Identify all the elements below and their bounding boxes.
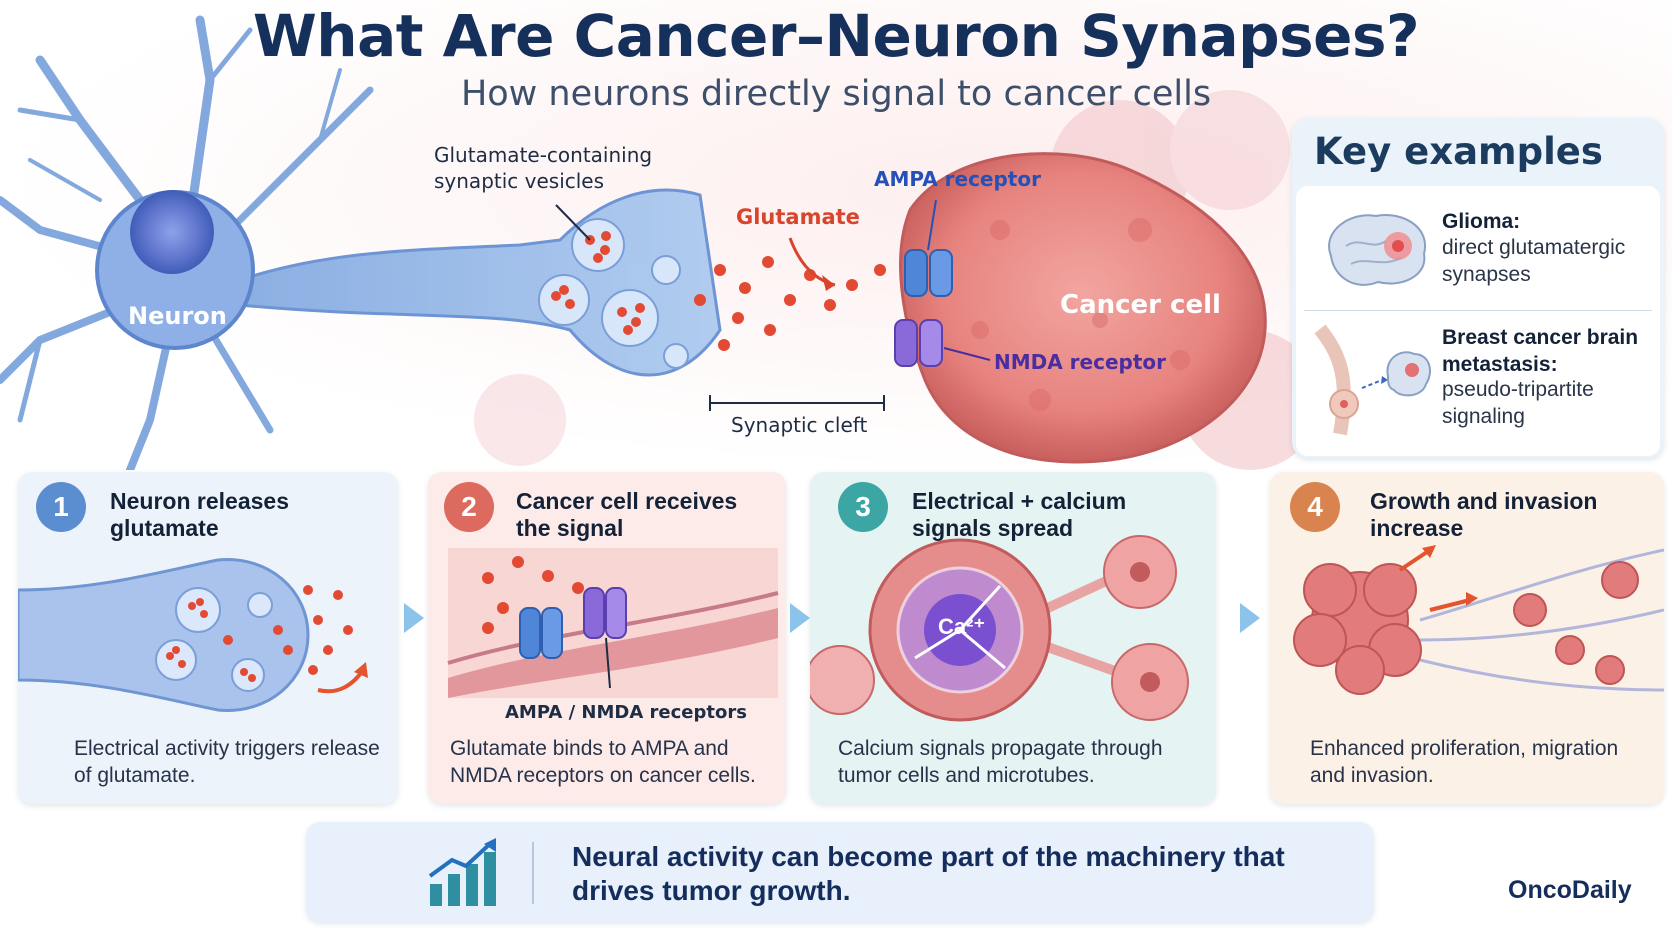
flow-arrow-icon	[1240, 603, 1260, 633]
step-number-1: 1	[36, 482, 86, 532]
ampa-receptor-icon	[904, 199, 953, 297]
step4-illustration	[1293, 545, 1664, 695]
breast-to-brain-icon	[1314, 324, 1431, 436]
examples-divider	[1304, 310, 1652, 311]
footer-divider	[532, 842, 534, 904]
flow-arrow-icon	[790, 603, 810, 633]
vesicles	[538, 218, 689, 369]
step-title-4: Growth and invasion increase	[1370, 488, 1598, 541]
step-number-4: 4	[1290, 482, 1340, 532]
step-desc-2: Glutamate binds to AMPA and NMDA recepto…	[450, 737, 756, 787]
key-examples-title: Key examples	[1314, 130, 1603, 173]
step-title-2: Cancer cell receives the signal	[516, 488, 738, 541]
cleft-bracket	[709, 395, 885, 411]
calcium-label: Ca²⁺	[938, 614, 986, 639]
glutamate-label: Glutamate	[736, 205, 860, 229]
step-title-3: Electrical + calcium signals spread	[912, 488, 1127, 541]
step-desc-4: Enhanced proliferation, migration and in…	[1310, 737, 1619, 787]
flow-arrow-icon	[404, 603, 424, 633]
step-title-1: Neuron releases glutamate	[110, 488, 289, 541]
synaptic-cleft-label: Synaptic cleft	[731, 413, 868, 437]
page-subtitle: How neurons directly signal to cancer ce…	[460, 74, 1212, 114]
step2-illustration	[447, 548, 779, 698]
growth-chart-icon	[428, 838, 496, 906]
step-desc-3: Calcium signals propagate through tumor …	[838, 737, 1163, 787]
cancer-texture	[971, 218, 1190, 411]
cancer-cell-label: Cancer cell	[1060, 290, 1221, 320]
neuron-nucleus	[130, 190, 214, 274]
step-number-3: 3	[838, 482, 888, 532]
step1-illustration	[18, 558, 368, 712]
brain-icon	[1328, 214, 1427, 286]
conclusion-text: Neural activity can become part of the m…	[572, 841, 1285, 906]
step-number-2: 2	[444, 482, 494, 532]
example-breast-desc: pseudo-tripartite signaling	[1442, 378, 1594, 428]
glutamate-molecules	[694, 256, 886, 351]
neuron-label: Neuron	[128, 302, 227, 330]
step-desc-1: Electrical activity triggers release of …	[74, 737, 380, 787]
example-breast-title: Breast cancer brain metastasis:	[1442, 326, 1639, 376]
nmda-receptor-icon	[894, 319, 991, 367]
ampa-receptor-label: AMPA receptor	[874, 167, 1041, 191]
vesicles-label: Glutamate-containing synaptic vesicles	[434, 143, 653, 193]
step3-illustration	[810, 535, 1189, 722]
receptors-label: AMPA / NMDA receptors	[505, 702, 747, 723]
example-glioma-desc: direct glutamatergic synapses	[1442, 236, 1626, 286]
page-title: What Are Cancer–Neuron Synapses?	[252, 2, 1420, 70]
nmda-receptor-label: NMDA receptor	[994, 350, 1167, 374]
example-glioma-title: Glioma:	[1442, 210, 1521, 233]
brand-logo: OncoDaily	[1508, 876, 1632, 904]
vesicle-pointer	[555, 204, 591, 241]
